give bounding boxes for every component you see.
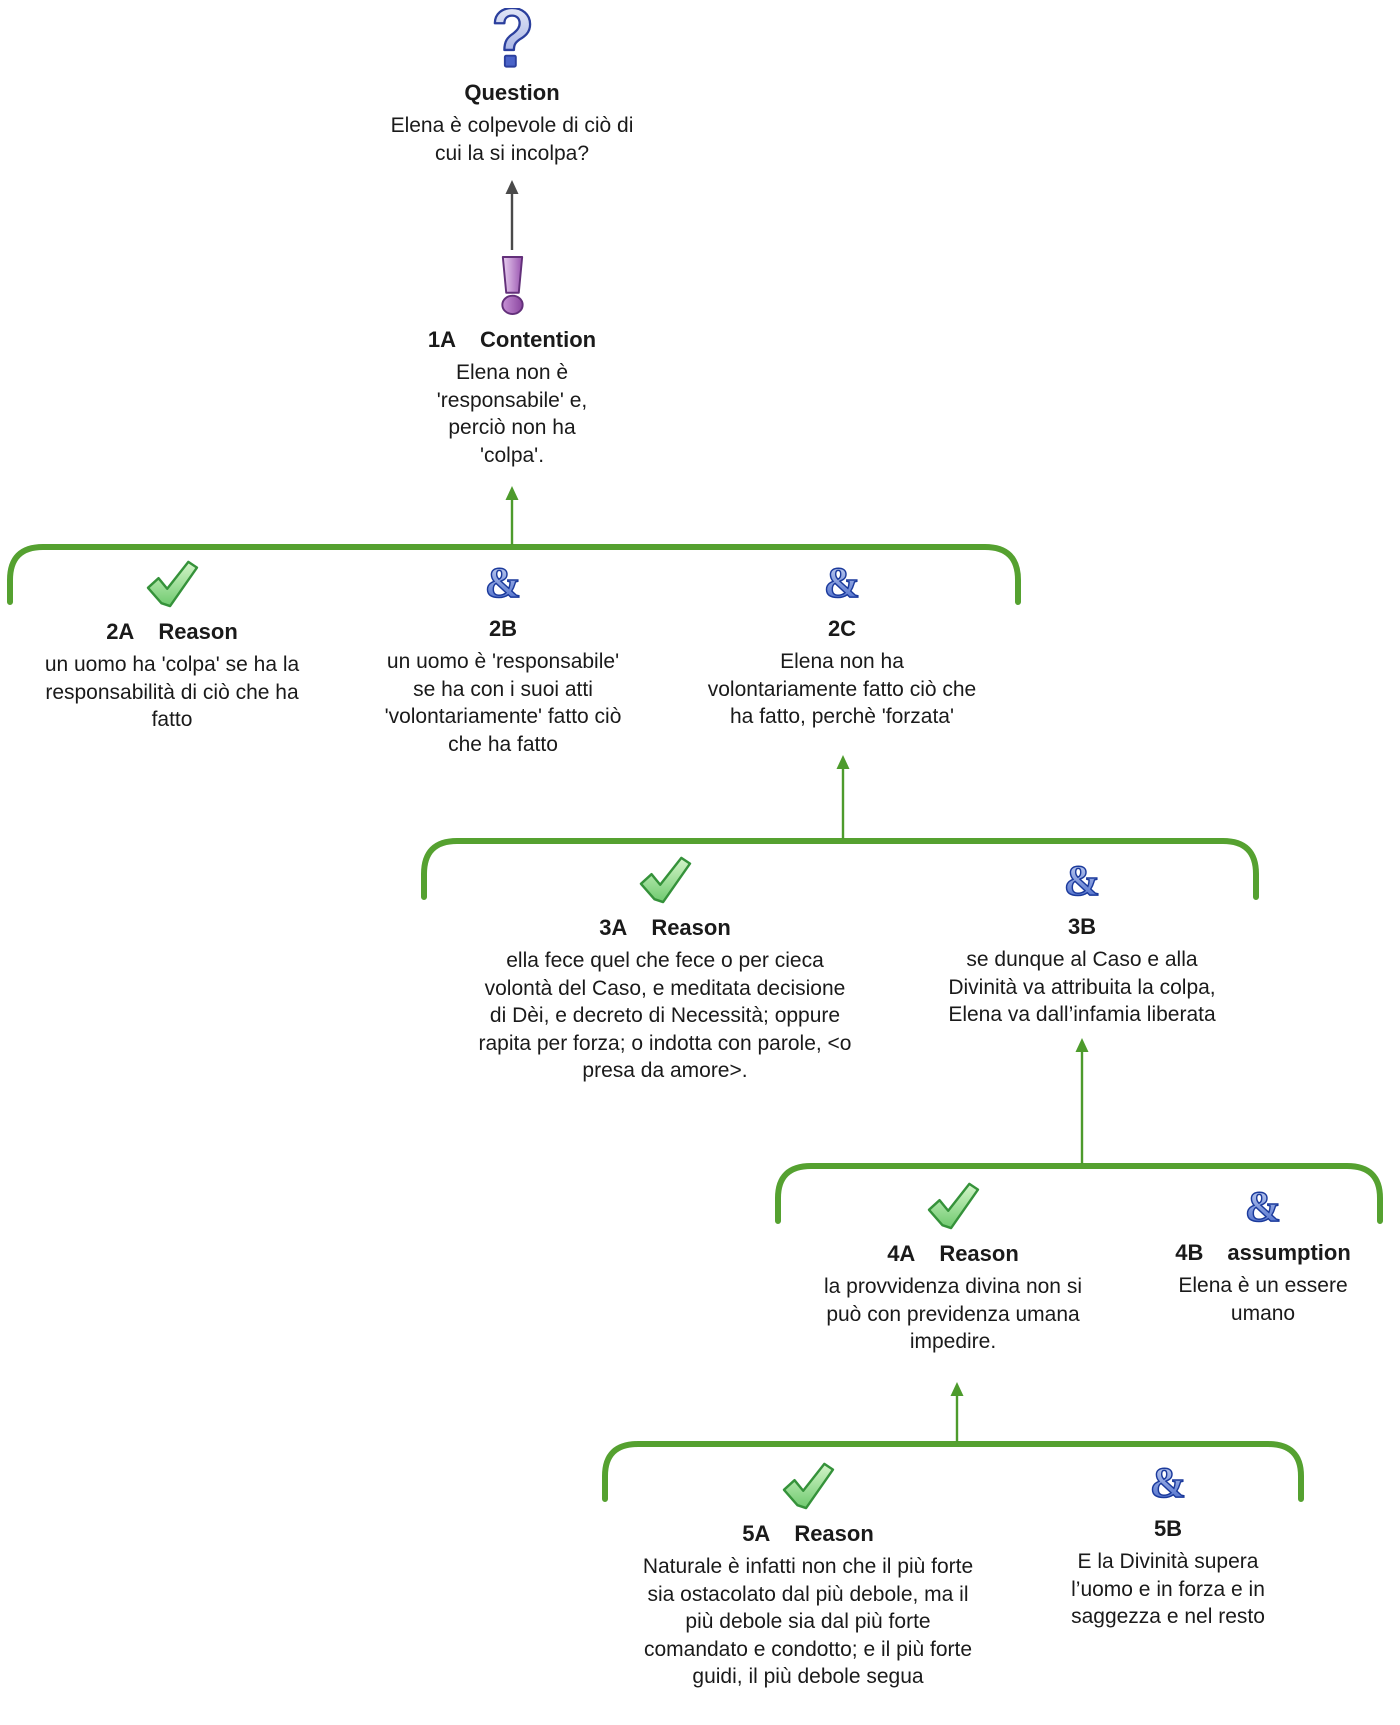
and-2c-text: Elena non ha volontariamente fatto ciò c… [707, 650, 977, 728]
contention-icon [498, 256, 527, 316]
and-icon [824, 560, 860, 605]
reason-2a-text: un uomo ha 'colpa' se ha la responsabili… [44, 653, 300, 731]
and-icon [1150, 1460, 1186, 1505]
question-icon [490, 8, 534, 69]
and-2c-label: 2C [827, 616, 857, 641]
and-3b-node[interactable]: 3B se dunque al Caso e alla Divinità va … [912, 858, 1252, 1029]
arrow-contention-to-question [505, 180, 519, 250]
question-label: Question [464, 80, 560, 105]
arrow-level3-to-2c [836, 755, 850, 839]
and-5b-node[interactable]: 5B E la Divinità supera l’uomo e in forz… [1038, 1460, 1298, 1631]
reason-5a-text: Naturale è infatti non che il più forte … [642, 1555, 974, 1688]
reason-check-icon [144, 558, 200, 608]
arrow-level2-to-contention [505, 486, 519, 545]
contention-1a-text: Elena non è 'responsabile' e, perciò non… [436, 361, 588, 467]
question-node[interactable]: Question Elena è colpevole di ciò di cui… [352, 8, 672, 167]
reason-check-icon [637, 854, 693, 904]
and-2b-label: 2B [488, 616, 518, 641]
and-3b-text: se dunque al Caso e alla Divinità va att… [948, 948, 1216, 1026]
reason-check-icon [780, 1460, 836, 1510]
and-2b-text: un uomo è 'responsabile' se ha con i suo… [384, 650, 622, 756]
and-icon [1245, 1184, 1281, 1229]
arrow-level4-to-3b [1075, 1038, 1089, 1164]
and-2c-node[interactable]: 2C Elena non ha volontariamente fatto ci… [677, 560, 1007, 731]
question-text: Elena è colpevole di ciò di cui la si in… [390, 114, 634, 165]
and-icon [1064, 858, 1100, 903]
reason-4a-text: la provvidenza divina non si può con pre… [824, 1275, 1082, 1353]
and-3b-label: 3B [1067, 914, 1097, 939]
reason-check-icon [925, 1180, 981, 1230]
and-4b-text: Elena è un essere umano [1178, 1274, 1348, 1325]
and-2b-node[interactable]: 2B un uomo è 'responsabile' se ha con i … [353, 560, 653, 758]
and-5b-text: E la Divinità supera l’uomo e in forza e… [1071, 1550, 1265, 1628]
reason-3a-text: ella fece quel che fece o per cieca volo… [478, 949, 852, 1082]
and-icon [485, 560, 521, 605]
arrow-level5-to-4a [950, 1382, 964, 1442]
and-5b-label: 5B [1153, 1516, 1183, 1541]
